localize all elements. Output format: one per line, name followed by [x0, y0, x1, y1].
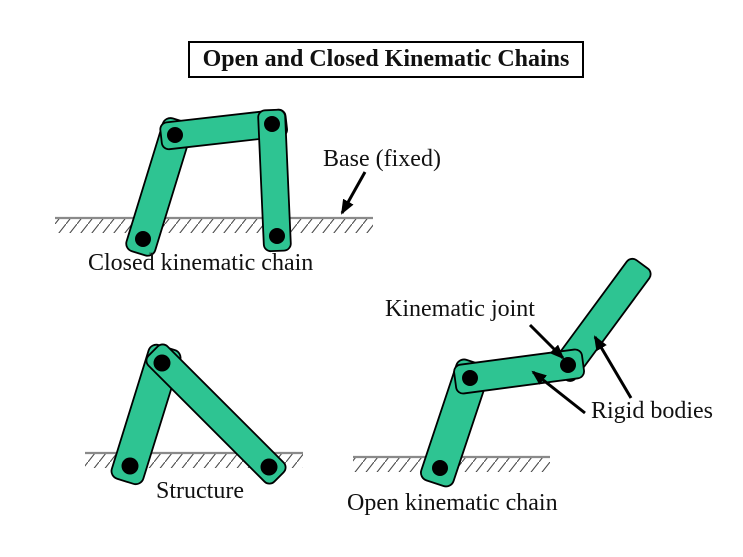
open-chain-caption: Open kinematic chain — [347, 490, 558, 516]
revolute-joint — [121, 457, 139, 475]
rigid-bodies-annotation-arrow — [593, 335, 633, 399]
revolute-joint — [167, 127, 183, 143]
rigid-bodies-label: Rigid bodies — [591, 398, 714, 424]
revolute-joint — [153, 354, 171, 372]
closed-kinematic-chain-figure — [55, 108, 373, 257]
revolute-joint — [264, 116, 280, 132]
base-fixed-label: Base (fixed) — [323, 146, 441, 172]
ground-hatching — [55, 219, 373, 233]
slide-title: Open and Closed Kinematic Chains — [188, 41, 584, 78]
structure-figure — [85, 343, 303, 486]
open-kinematic-chain-figure — [353, 257, 652, 488]
rigid-link — [145, 343, 287, 485]
revolute-joint — [135, 231, 151, 247]
rigid-link — [257, 108, 292, 253]
revolute-joint — [462, 370, 478, 386]
revolute-joint — [432, 460, 448, 476]
closed-chain-caption: Closed kinematic chain — [88, 250, 314, 276]
revolute-joint — [560, 357, 576, 373]
kinematic-joint-annotation-arrow — [528, 323, 565, 360]
structure-caption: Structure — [156, 478, 244, 504]
rigid-bodies-annotation-arrow — [531, 370, 586, 415]
rigid-link — [453, 348, 585, 395]
revolute-joint — [269, 228, 285, 244]
kinematic-joint-label: Kinematic joint — [385, 296, 535, 322]
base-annotation-arrow — [340, 171, 367, 215]
revolute-joint — [260, 458, 278, 476]
